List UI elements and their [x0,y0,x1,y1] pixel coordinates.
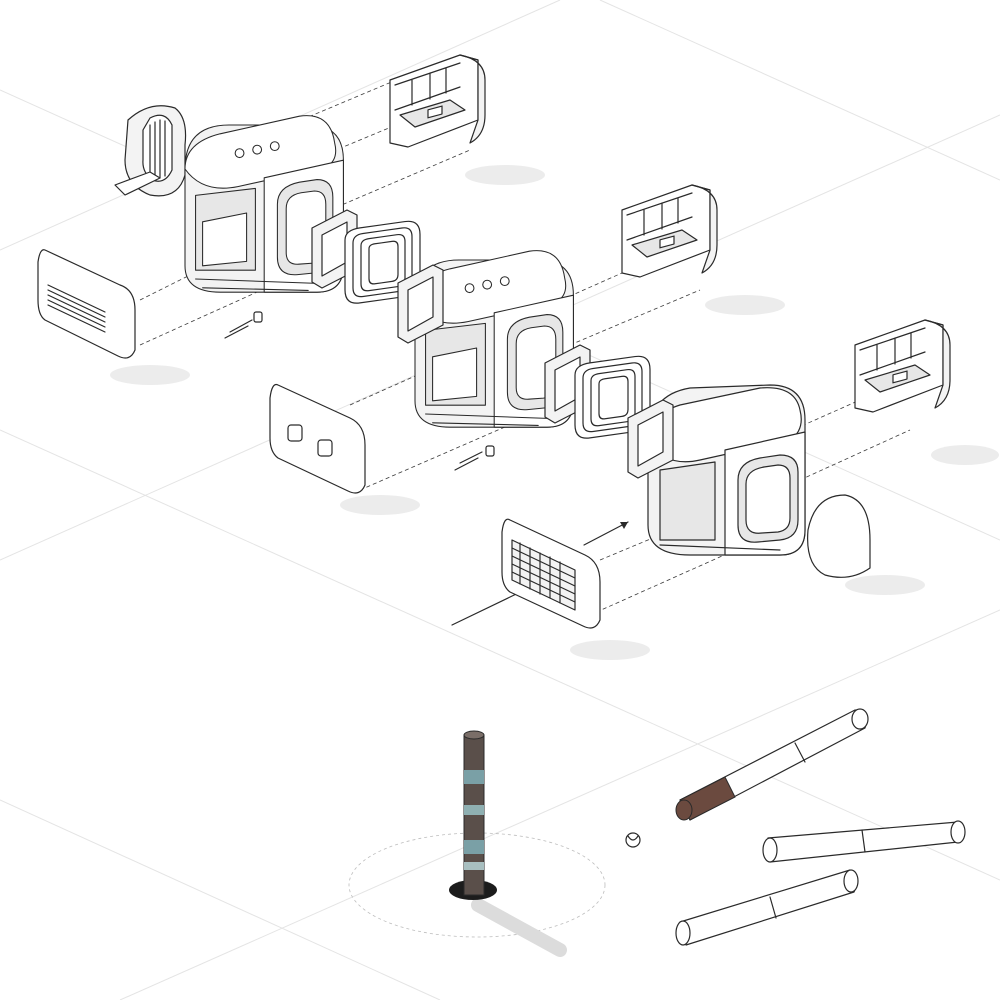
column-shadow [471,898,567,957]
roll-3 [675,869,859,946]
tag-outline-module [114,105,187,197]
dome-cap [807,494,871,578]
wall-cabinet-2 [621,184,718,278]
end-panel-grille [501,518,601,629]
bellows-connector-1 [311,209,444,344]
arrow-head [620,522,628,529]
fastener-hardware [224,311,495,471]
roll-2 [762,820,966,863]
end-panel-windows [269,383,366,494]
cabin-module-3 [647,384,806,556]
bellows-connector-2 [544,344,674,479]
roll-1 [675,708,869,821]
wall-cabinet-1 [389,54,486,148]
roll-cap [625,832,641,848]
cast-shadows [110,165,999,660]
wall-cabinet-3 [854,319,951,413]
end-panel-vent [37,249,136,359]
structural-column [348,730,606,957]
